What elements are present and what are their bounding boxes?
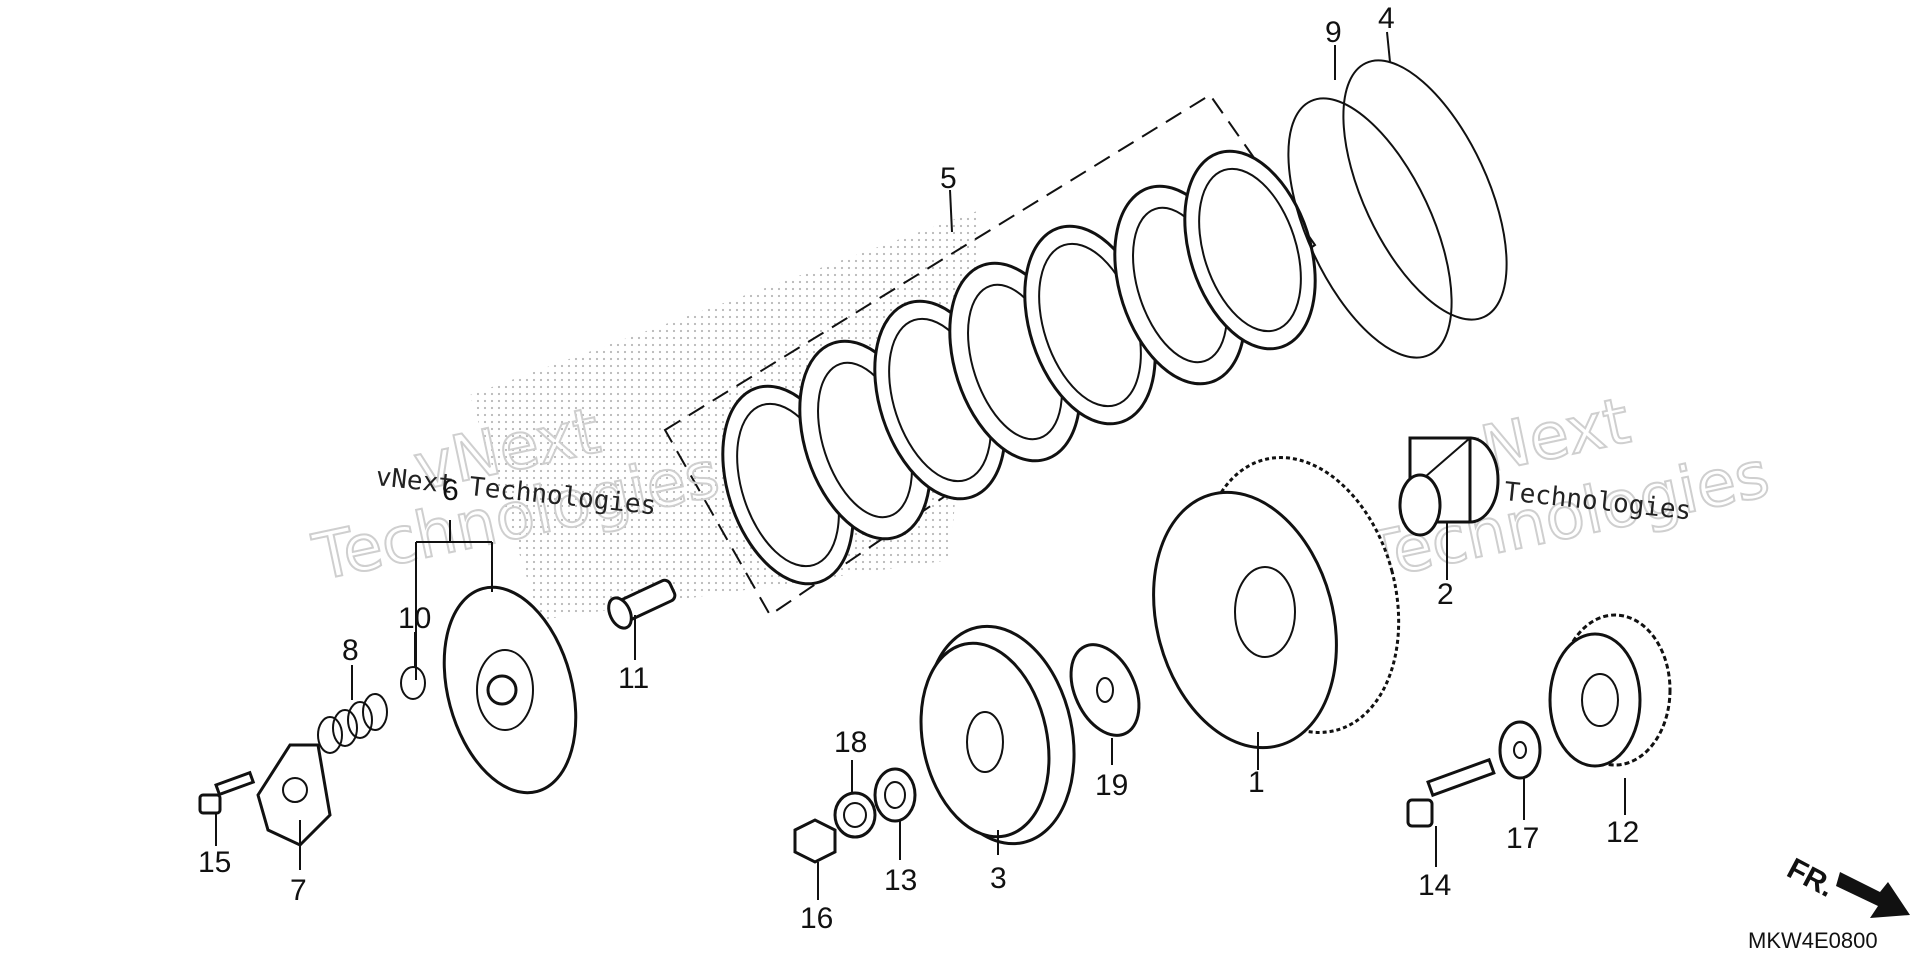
label-13: 13 — [884, 864, 917, 897]
collar-2 — [1398, 436, 1500, 537]
label-16: 16 — [800, 902, 833, 935]
label-5: 5 — [940, 162, 957, 195]
label-12: 12 — [1606, 816, 1639, 849]
clutch-center-3 — [919, 624, 1076, 846]
fr-label: FR. — [1782, 852, 1840, 904]
label-4: 4 — [1378, 2, 1395, 35]
gear-12 — [1548, 613, 1672, 768]
washer-19 — [1069, 643, 1141, 737]
part-number-labels: 1 2 3 4 5 6 7 8 9 10 11 12 13 14 15 16 1… — [198, 2, 1639, 935]
bolt-11 — [607, 578, 677, 630]
clutch-outer-1 — [1152, 456, 1401, 750]
label-7: 7 — [290, 874, 307, 907]
lifter-plate-7 — [256, 743, 332, 847]
label-8: 8 — [342, 634, 359, 667]
label-1: 1 — [1248, 766, 1265, 799]
label-3: 3 — [990, 862, 1007, 895]
washer-17 — [1498, 720, 1542, 780]
nut-16 — [793, 818, 837, 864]
label-17: 17 — [1506, 822, 1539, 855]
label-19: 19 — [1095, 769, 1128, 802]
washer-18 — [833, 791, 877, 839]
leader-lines — [215, 31, 1626, 900]
clip-10 — [400, 666, 426, 700]
washer-13 — [873, 767, 917, 823]
label-6: 6 — [442, 474, 459, 507]
bolt-15 — [198, 770, 256, 815]
diagram-code: MKW4E0800 — [1748, 928, 1878, 953]
label-18: 18 — [834, 726, 867, 759]
clutch-plate-set-outline — [663, 93, 1317, 617]
arrow-icon — [1836, 872, 1910, 918]
label-10: 10 — [398, 602, 431, 635]
label-2: 2 — [1437, 578, 1454, 611]
ring-4 — [1342, 59, 1508, 321]
ring-9 — [1287, 97, 1453, 359]
clutch-plates — [721, 149, 1317, 586]
label-14: 14 — [1418, 869, 1451, 902]
label-15: 15 — [198, 846, 231, 879]
label-11: 11 — [618, 662, 649, 695]
front-direction-indicator: FR. — [1782, 852, 1910, 918]
pressure-plate — [442, 585, 578, 795]
spring-8 — [317, 693, 388, 754]
bolt-14 — [1406, 757, 1496, 828]
label-9: 9 — [1325, 16, 1342, 49]
